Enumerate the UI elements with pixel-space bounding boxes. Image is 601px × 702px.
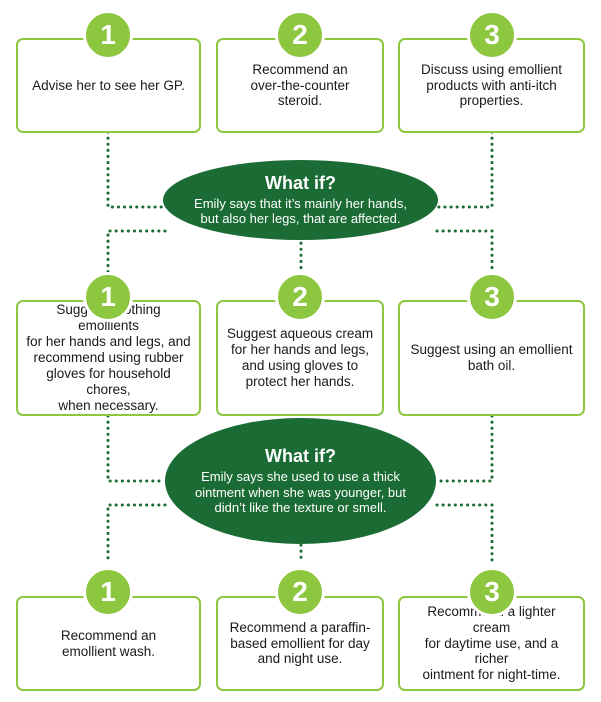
what-if-2-text: Emily says she used to use a thick ointm… — [194, 468, 407, 516]
tier1-option-3-text: Discuss using emollient products with an… — [420, 61, 563, 109]
tier1-number-1-badge: 1 — [83, 10, 133, 60]
tier3-option-2-text: Recommend a paraffin- based emollient fo… — [229, 619, 371, 667]
tier1-number-3-badge: 3 — [467, 10, 517, 60]
tier1-option-2-text: Recommend an over-the-counter steroid. — [250, 61, 350, 109]
what-if-1-title: What if? — [265, 173, 336, 194]
tier3-option-2-box: Recommend a paraffin- based emollient fo… — [216, 596, 384, 691]
what-if-1-text: Emily says that it’s mainly her hands, b… — [194, 195, 407, 227]
tier1-option-1-text: Advise her to see her GP. — [32, 77, 185, 93]
what-if-2-ellipse: What if? Emily says she used to use a th… — [165, 418, 436, 544]
tier3-option-1-text: Recommend an emollient wash. — [60, 627, 157, 659]
what-if-1-ellipse: What if? Emily says that it’s mainly her… — [163, 160, 438, 240]
what-if-2-title: What if? — [265, 446, 336, 467]
tier2-number-3-badge: 3 — [467, 272, 517, 322]
tier2-option-2-text: Suggest aqueous cream for her hands and … — [226, 326, 374, 389]
tier2-option-3-text: Suggest using an emollient bath oil. — [410, 342, 573, 373]
tier1-number-2-badge: 2 — [275, 10, 325, 60]
tier2-number-2-badge: 2 — [275, 272, 325, 322]
tier3-number-2-badge: 2 — [275, 567, 325, 617]
tier2-number-1-badge: 1 — [83, 272, 133, 322]
tier3-number-3-badge: 3 — [467, 567, 517, 617]
tier3-number-1-badge: 1 — [83, 567, 133, 617]
